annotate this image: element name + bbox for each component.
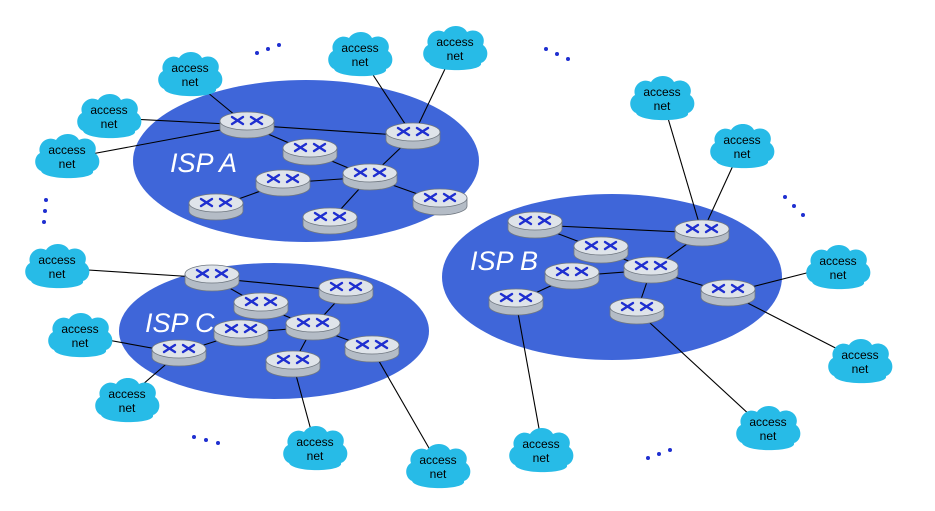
router-icon [411,187,469,217]
router-icon [343,334,401,364]
ellipsis-dots [42,198,48,224]
router-icon [543,261,601,291]
access-net-label: net [307,449,324,463]
isp-b-label: ISP B [470,246,538,276]
access-net-label: access [38,253,75,267]
access-net-label: net [352,55,369,69]
router-icon [487,287,545,317]
access-net-label: net [72,336,89,350]
access-net-label: net [533,451,550,465]
access-net-label: access [48,143,85,157]
access-net-label: net [182,75,199,89]
access-net-label: net [119,401,136,415]
router-icon [183,263,241,293]
access-net-label: access [419,453,456,467]
router-icon [317,276,375,306]
router-icon [608,296,666,326]
ellipsis-dots [544,47,570,61]
router-icon [281,137,339,167]
access-net-label: access [171,61,208,75]
access-net-label: access [749,415,786,429]
access-net-label: net [830,268,847,282]
access-net-label: access [643,85,680,99]
access-net-label: net [447,49,464,63]
access-net-label: access [436,35,473,49]
ellipsis-dots [783,195,805,217]
access-net-label: net [734,147,751,161]
access-net-label: net [101,117,118,131]
router-icon [301,206,359,236]
router-icon [254,168,312,198]
router-icon [232,291,290,321]
access-net-label: net [49,267,66,281]
ellipsis-dots [255,43,281,55]
access-net-label: net [852,362,869,376]
router-icon [622,255,680,285]
router-icon [218,110,276,140]
ellipsis-markers [42,43,805,460]
access-net-label: net [760,429,777,443]
access-net-label: access [522,437,559,451]
access-net-label: access [90,103,127,117]
access-net-label: access [723,133,760,147]
ellipsis-dots [192,435,220,445]
access-net-label: net [59,157,76,171]
isp-a-label: ISP A [170,148,237,178]
router-icon [341,162,399,192]
router-icon [187,192,245,222]
access-net-label: access [341,41,378,55]
isp-c-label: ISP C [145,308,215,338]
router-icon [212,318,270,348]
access-net-label: net [430,467,447,481]
router-icon [150,338,208,368]
access-net-label: access [61,322,98,336]
router-icon [384,121,442,151]
router-icon [673,218,731,248]
router-icon [506,210,564,240]
router-icon [572,235,630,265]
router-icon [264,349,322,379]
access-net-label: access [841,348,878,362]
access-net-label: access [108,387,145,401]
router-icon [284,312,342,342]
access-net-label: access [819,254,856,268]
router-icon [699,278,757,308]
access-net-label: net [654,99,671,113]
isp-b-region [442,194,782,360]
ellipsis-dots [646,448,672,460]
access-net-label: access [296,435,333,449]
